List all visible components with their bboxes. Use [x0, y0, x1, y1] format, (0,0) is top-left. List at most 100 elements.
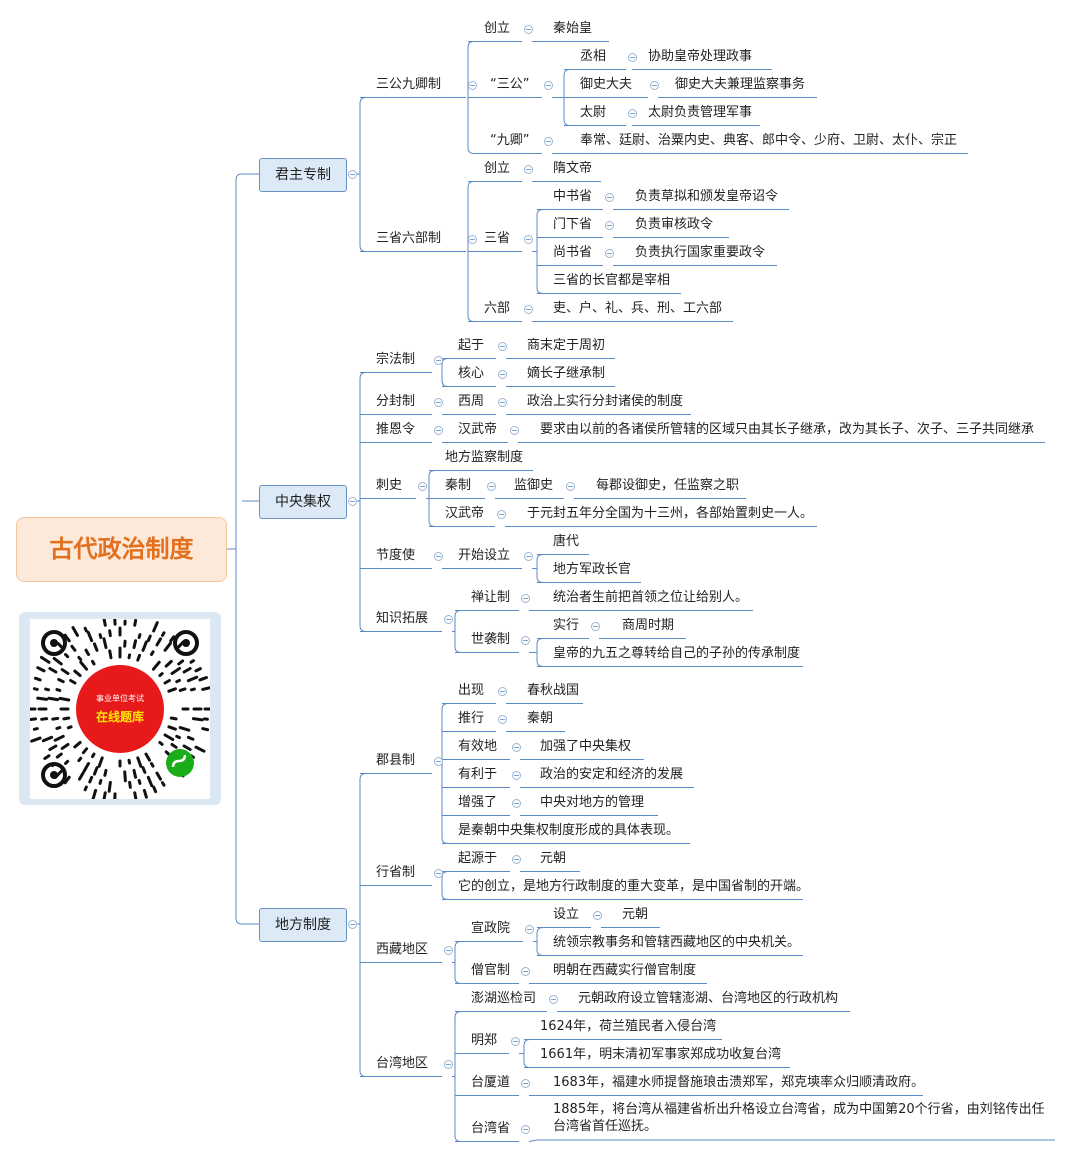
topic-b2-6[interactable]: 知识拓展	[376, 610, 429, 626]
topic-b1-1-3-1[interactable]: 奉常、廷尉、治粟内史、典客、郎中令、少府、卫尉、太仆、宗正	[580, 132, 958, 148]
topic-b3-1-3-1[interactable]: 加强了中央集权	[540, 738, 632, 754]
collapse-circle-icon[interactable]	[434, 398, 443, 407]
topic-b1-1-2-1[interactable]: 丞相	[580, 48, 607, 64]
topic-b1-2-3-1[interactable]: 吏、户、礼、兵、刑、工六部	[553, 300, 723, 316]
topic-b1-2[interactable]: 三省六部制	[376, 230, 442, 246]
collapse-circle-icon[interactable]	[498, 715, 507, 724]
collapse-circle-icon[interactable]	[524, 165, 533, 174]
topic-b1-1-2-3-1[interactable]: 太尉负责管理军事	[648, 104, 753, 120]
topic-b3-1-5-1[interactable]: 中央对地方的管理	[540, 794, 645, 810]
topic-b3-2-1-1[interactable]: 元朝	[540, 850, 567, 866]
topic-b2-5[interactable]: 节度使	[376, 547, 416, 563]
collapse-circle-icon[interactable]	[512, 771, 521, 780]
topic-b3-3-2-1[interactable]: 明朝在西藏实行僧官制度	[553, 962, 697, 978]
collapse-circle-icon[interactable]	[566, 482, 575, 491]
collapse-circle-icon[interactable]	[593, 911, 602, 920]
collapse-circle-icon[interactable]	[524, 235, 533, 244]
topic-b3-2[interactable]: 行省制	[376, 864, 416, 880]
topic-b2-3-1[interactable]: 汉武帝	[458, 421, 498, 437]
topic-b3-1[interactable]: 郡县制	[376, 752, 416, 768]
collapse-circle-icon[interactable]	[434, 757, 443, 766]
collapse-circle-icon[interactable]	[524, 552, 533, 561]
topic-b1-1-2-3[interactable]: 太尉	[580, 104, 607, 120]
topic-b2-6-2[interactable]: 世袭制	[471, 631, 511, 647]
topic-b1-2-2-2-1[interactable]: 负责审核政令	[635, 216, 714, 232]
topic-b2-1-1[interactable]: 起于	[458, 337, 485, 353]
topic-b3-2-2[interactable]: 它的创立，是地方行政制度的重大变革，是中国省制的开端。	[458, 878, 810, 894]
topic-b1-2-2-1[interactable]: 中书省	[553, 188, 593, 204]
collapse-circle-icon[interactable]	[468, 81, 477, 90]
topic-b1-2-1[interactable]: 创立	[484, 160, 511, 176]
collapse-circle-icon[interactable]	[605, 193, 614, 202]
topic-b1-2-3[interactable]: 六部	[484, 300, 511, 316]
topic-b2-4-2-1[interactable]: 监御史	[514, 477, 554, 493]
root-topic[interactable]: 古代政治制度	[16, 517, 227, 582]
topic-b2-4-1[interactable]: 地方监察制度	[445, 449, 524, 465]
collapse-circle-icon[interactable]	[444, 1060, 453, 1069]
topic-b1-2-1-1[interactable]: 隋文帝	[553, 160, 593, 176]
collapse-circle-icon[interactable]	[487, 482, 496, 491]
collapse-circle-icon[interactable]	[544, 81, 553, 90]
topic-b3-3-1-2[interactable]: 统领宗教事务和管辖西藏地区的中央机关。	[553, 934, 801, 950]
collapse-circle-icon[interactable]	[549, 995, 558, 1004]
collapse-circle-icon[interactable]	[521, 1125, 530, 1134]
topic-b3-4-3[interactable]: 台厦道	[471, 1074, 511, 1090]
collapse-circle-icon[interactable]	[591, 622, 600, 631]
topic-b3[interactable]: 地方制度	[259, 908, 347, 942]
topic-b1-1-1-1[interactable]: 秦始皇	[553, 20, 593, 36]
topic-b1-2-2-3[interactable]: 尚书省	[553, 244, 593, 260]
collapse-circle-icon[interactable]	[511, 1037, 520, 1046]
topic-b2-4-3-1[interactable]: 于元封五年分全国为十三州，各部始置刺史一人。	[527, 505, 814, 521]
topic-b3-1-2[interactable]: 推行	[458, 710, 485, 726]
topic-b2-2-1[interactable]: 西周	[458, 393, 485, 409]
topic-b2-5-1-1[interactable]: 唐代	[553, 533, 580, 549]
topic-b1-2-2-1-1[interactable]: 负责草拟和颁发皇帝诏令	[635, 188, 779, 204]
collapse-circle-icon[interactable]	[348, 497, 357, 506]
collapse-circle-icon[interactable]	[512, 855, 521, 864]
topic-b3-3[interactable]: 西藏地区	[376, 941, 429, 957]
topic-b2-4-2[interactable]: 秦制	[445, 477, 472, 493]
topic-b2-1-1-1[interactable]: 商末定于周初	[527, 337, 606, 353]
topic-b2-6-1[interactable]: 禅让制	[471, 589, 511, 605]
topic-b2-6-2-2[interactable]: 皇帝的九五之尊转给自己的子孙的传承制度	[553, 645, 801, 661]
collapse-circle-icon[interactable]	[498, 342, 507, 351]
topic-b2-6-2-1[interactable]: 实行	[553, 617, 580, 633]
topic-b1-1-3[interactable]: “九卿”	[490, 132, 530, 148]
topic-b2-5-1[interactable]: 开始设立	[458, 547, 511, 563]
topic-b2-4[interactable]: 刺史	[376, 477, 403, 493]
collapse-circle-icon[interactable]	[468, 235, 477, 244]
topic-b3-3-1[interactable]: 宣政院	[471, 920, 511, 936]
collapse-circle-icon[interactable]	[444, 946, 453, 955]
collapse-circle-icon[interactable]	[605, 249, 614, 258]
topic-b2-6-1-1[interactable]: 统治者生前把首领之位让给别人。	[553, 589, 749, 605]
topic-b3-1-1-1[interactable]: 春秋战国	[527, 682, 580, 698]
topic-b3-4-1-1[interactable]: 元朝政府设立管辖澎湖、台湾地区的行政机构	[578, 990, 839, 1006]
collapse-circle-icon[interactable]	[524, 25, 533, 34]
topic-b3-4-3-1[interactable]: 1683年，福建水师提督施琅击溃郑军，郑克塽率众归顺清政府。	[553, 1074, 925, 1090]
collapse-circle-icon[interactable]	[418, 482, 427, 491]
topic-b3-4-1[interactable]: 澎湖巡检司	[471, 990, 537, 1006]
collapse-circle-icon[interactable]	[512, 799, 521, 808]
topic-b1-1-2[interactable]: “三公”	[490, 76, 530, 92]
collapse-circle-icon[interactable]	[628, 53, 637, 62]
topic-b2-4-2-1-1[interactable]: 每郡设御史，任监察之职	[596, 477, 740, 493]
topic-b3-1-1[interactable]: 出现	[458, 682, 485, 698]
topic-b2-3[interactable]: 推恩令	[376, 421, 416, 437]
collapse-circle-icon[interactable]	[521, 1079, 530, 1088]
collapse-circle-icon[interactable]	[434, 426, 443, 435]
topic-b2-2-1-1[interactable]: 政治上实行分封诸侯的制度	[527, 393, 684, 409]
topic-b3-4-4[interactable]: 台湾省	[471, 1120, 511, 1136]
collapse-circle-icon[interactable]	[605, 221, 614, 230]
collapse-circle-icon[interactable]	[497, 510, 506, 519]
topic-b2[interactable]: 中央集权	[259, 485, 347, 519]
topic-b3-3-1-1-1[interactable]: 元朝	[622, 906, 649, 922]
collapse-circle-icon[interactable]	[628, 109, 637, 118]
topic-b1-1-2-1-1[interactable]: 协助皇帝处理政事	[648, 48, 753, 64]
topic-b3-2-1[interactable]: 起源于	[458, 850, 498, 866]
topic-b3-1-6[interactable]: 是秦朝中央集权制度形成的具体表现。	[458, 822, 680, 838]
topic-b2-1-2-1[interactable]: 嫡长子继承制	[527, 365, 606, 381]
collapse-circle-icon[interactable]	[521, 594, 530, 603]
collapse-circle-icon[interactable]	[498, 398, 507, 407]
topic-b1-2-2-2[interactable]: 门下省	[553, 216, 593, 232]
collapse-circle-icon[interactable]	[434, 869, 443, 878]
